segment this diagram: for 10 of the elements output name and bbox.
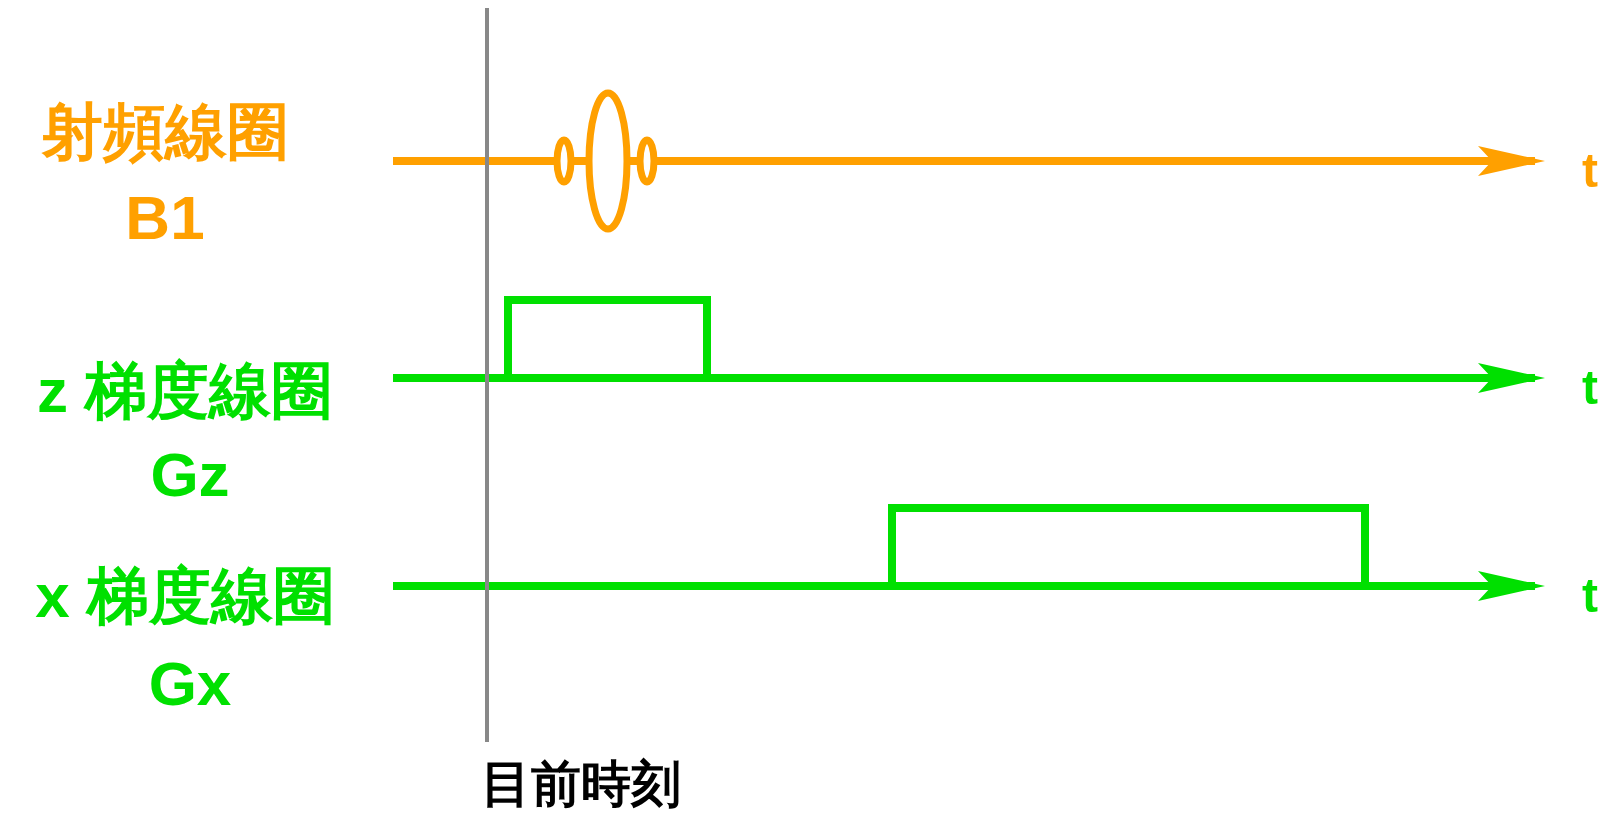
time-label: t [1582, 364, 1598, 412]
time-label: t [1582, 147, 1598, 195]
signal-symbol: B1 [125, 187, 205, 249]
time-label: t [1582, 572, 1598, 620]
channel-label: z 梯度線圈 [36, 360, 334, 422]
signal-symbol: Gx [148, 653, 232, 715]
time-marker-label: 目前時刻 [481, 759, 681, 809]
signal-symbol: Gz [150, 444, 230, 506]
channel-label: x 梯度線圈 [35, 565, 335, 627]
channel-label: 射頻線圈 [41, 101, 289, 163]
